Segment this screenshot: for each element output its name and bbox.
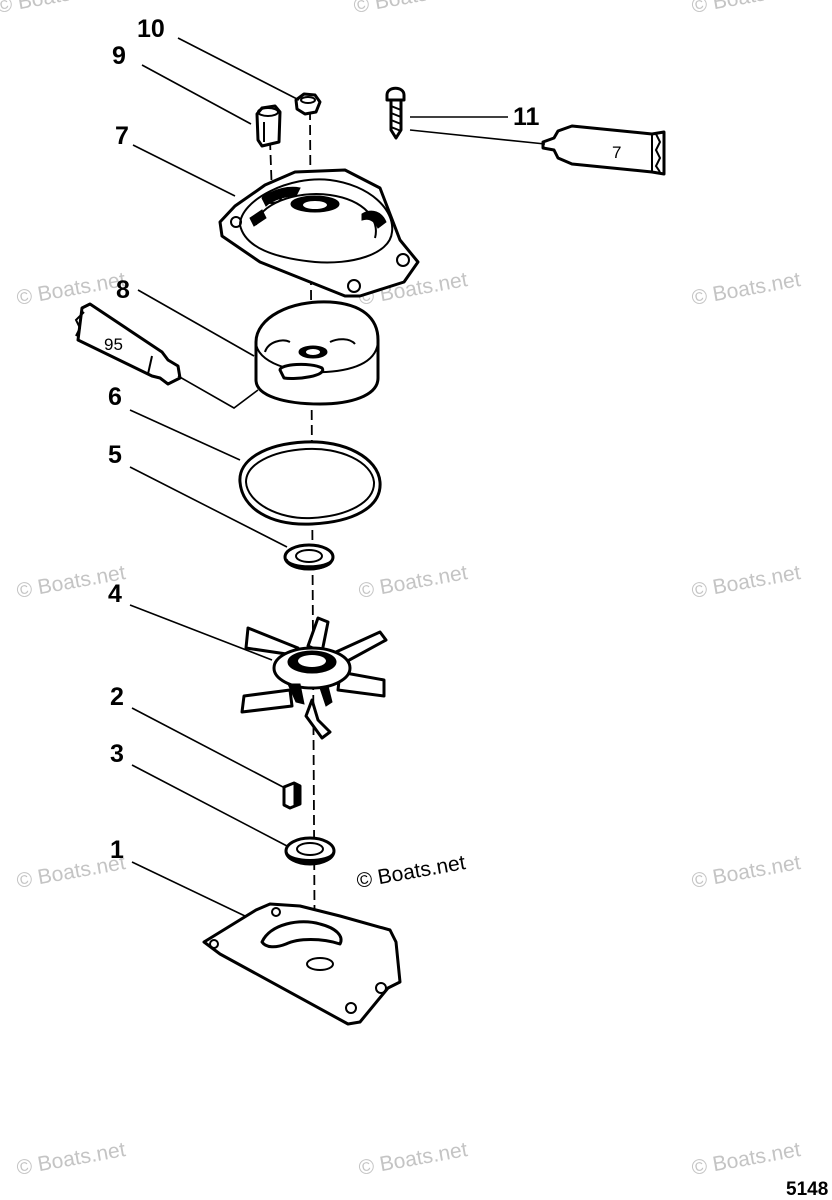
callout-3: 3 — [110, 740, 124, 768]
part-10-nut — [294, 92, 322, 116]
part-1-base-plate — [202, 902, 402, 1026]
callout-11: 11 — [513, 103, 540, 131]
callout-6: 6 — [108, 383, 122, 411]
watermark: © Boats.net — [690, 561, 803, 603]
watermark: © Boats.net — [690, 1138, 803, 1180]
part-4-impeller — [240, 616, 388, 740]
callout-10: 10 — [137, 15, 165, 43]
watermark: © Boats.net — [357, 1138, 470, 1180]
watermark: © Boats.net — [15, 268, 128, 310]
watermark-main: © Boats.net — [355, 851, 468, 893]
callout-9: 9 — [112, 42, 126, 70]
leader-lines — [129, 37, 546, 917]
watermark: © Boats.net — [690, 851, 803, 893]
part-8-cup — [254, 300, 380, 406]
part-6-gasket-ring — [238, 440, 382, 526]
watermark: © Boats.net — [0, 0, 107, 18]
watermark: © Boats.net — [357, 561, 470, 603]
callout-8: 8 — [116, 276, 130, 304]
watermark: © Boats.net — [15, 1138, 128, 1180]
callouts: 10 9 7 11 8 6 5 4 2 3 1 — [108, 15, 540, 864]
watermark: © Boats.net — [352, 0, 465, 18]
callout-7: 7 — [115, 122, 129, 150]
sealant-tube: 7 — [541, 124, 666, 176]
figure-number: 5148 — [786, 1179, 828, 1200]
part-2-key — [282, 781, 302, 810]
callout-5: 5 — [108, 441, 122, 469]
lubricant-tube-label: 95 — [104, 335, 123, 354]
part-7-pump-housing — [218, 168, 420, 298]
part-9-screw — [255, 104, 282, 148]
callout-2: 2 — [110, 683, 124, 711]
lubricant-tube: 95 — [74, 302, 182, 386]
part-3-seal — [284, 836, 336, 866]
callout-4: 4 — [108, 580, 122, 608]
watermark: © Boats.net — [690, 0, 803, 18]
part-11-bolt — [385, 86, 406, 140]
watermark: © Boats.net — [690, 268, 803, 310]
sealant-tube-label: 7 — [612, 143, 621, 162]
part-5-seal — [283, 543, 335, 571]
callout-1: 1 — [110, 836, 124, 864]
